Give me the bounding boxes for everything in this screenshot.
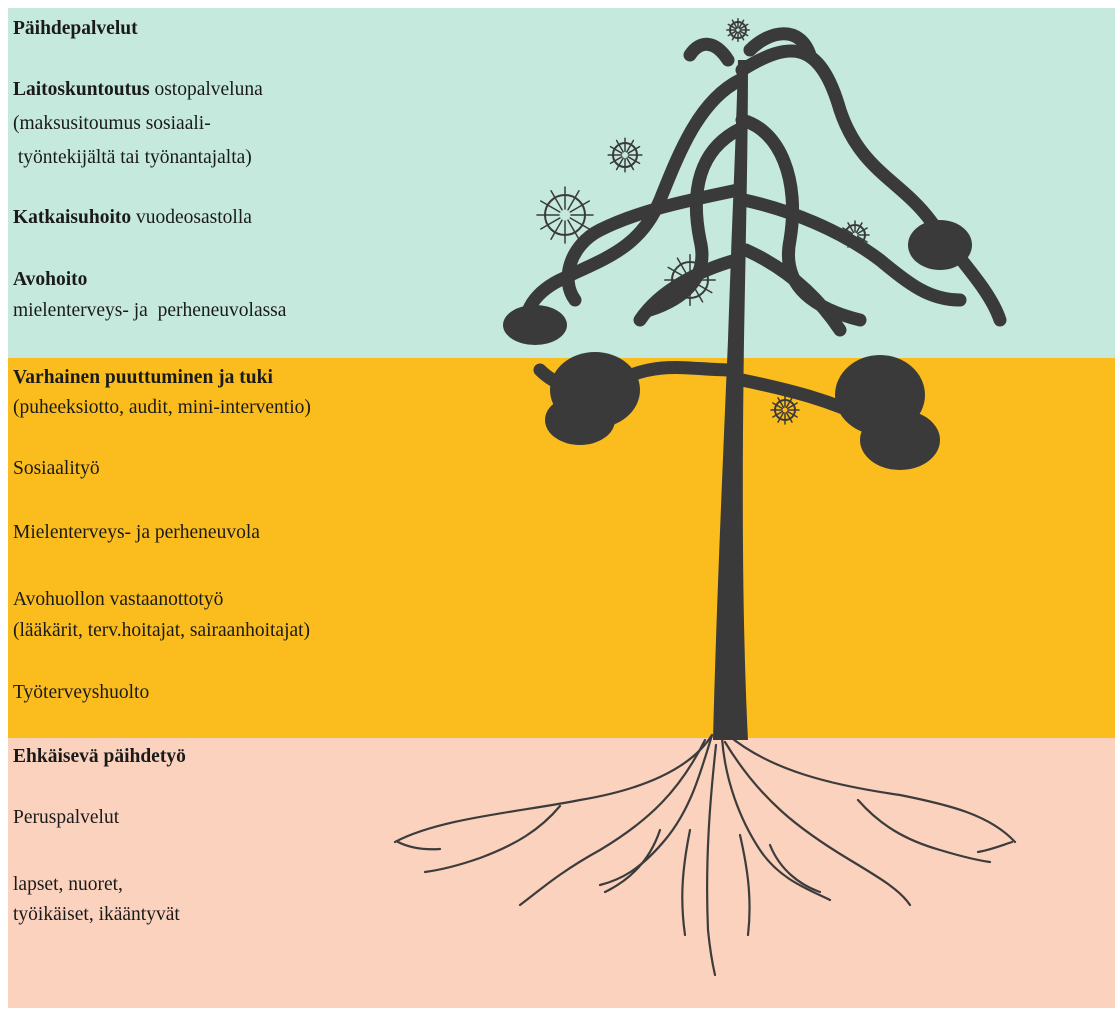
tree-illustration-icon <box>0 0 1115 1015</box>
